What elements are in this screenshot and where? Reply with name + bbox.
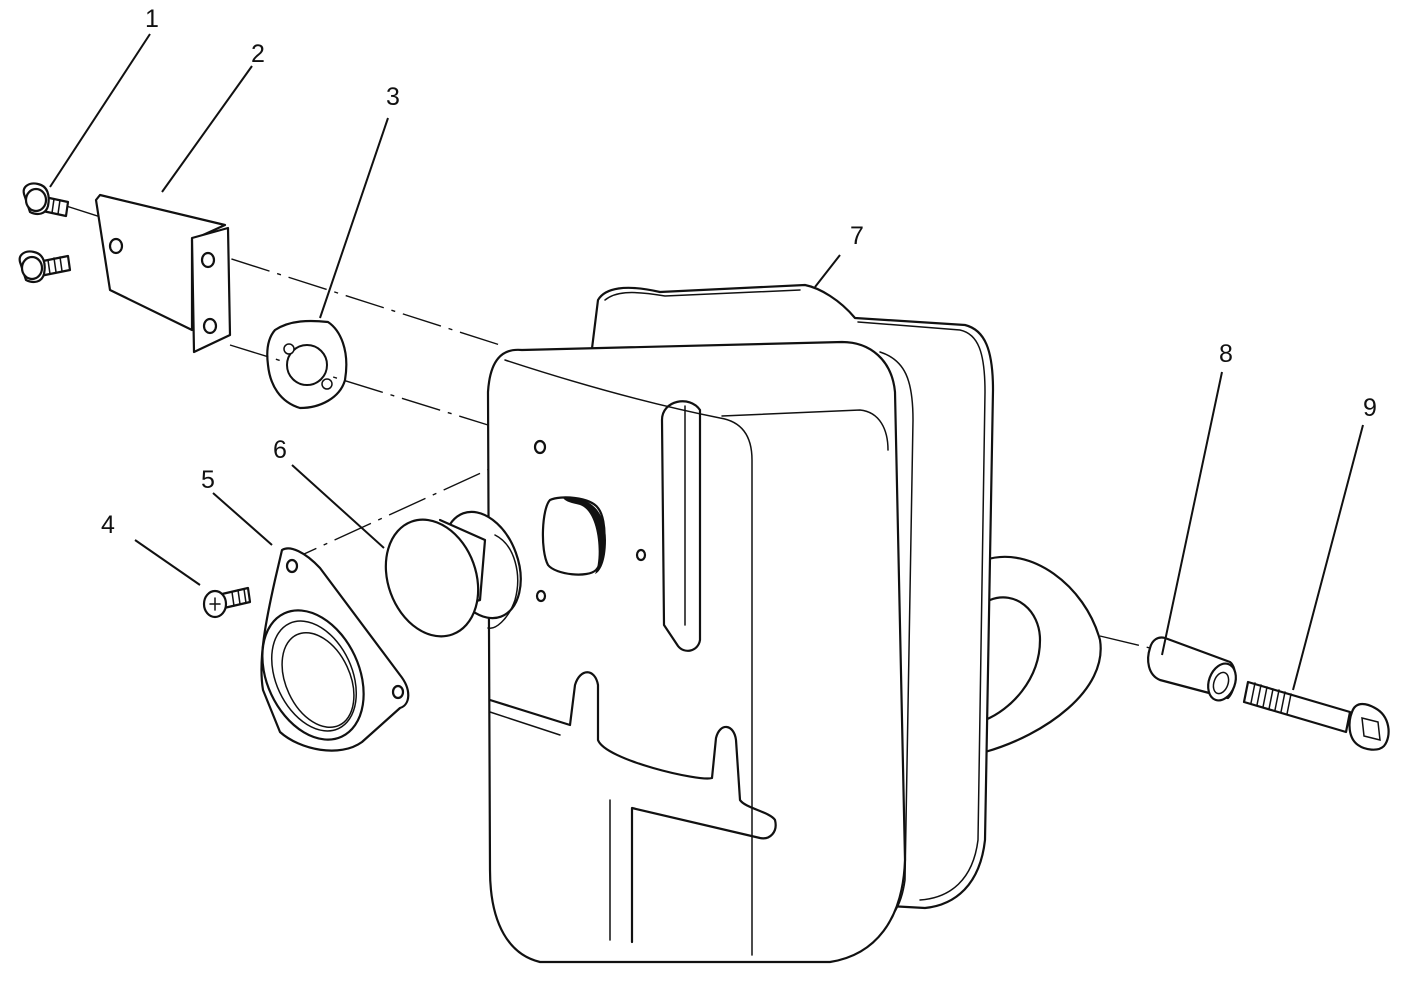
muffler	[486, 283, 1102, 964]
bracket	[94, 193, 232, 354]
callout-1: 1	[145, 5, 159, 33]
callout-6: 6	[273, 436, 287, 464]
long-bolt	[1242, 680, 1390, 751]
callout-2: 2	[251, 40, 265, 68]
callout-7: 7	[850, 222, 864, 250]
leader-lines	[49, 33, 1364, 691]
bracket-bolts	[18, 182, 72, 284]
callout-8: 8	[1219, 340, 1233, 368]
callout-9: 9	[1363, 394, 1377, 422]
flange-adapter	[260, 547, 410, 752]
callout-3: 3	[386, 83, 400, 111]
gasket	[266, 319, 348, 410]
flange-screw	[202, 586, 252, 619]
callout-5: 5	[201, 466, 215, 494]
screen-disc	[384, 510, 522, 638]
callout-labels: 1 2 3 4 5 6 7 8 9	[101, 5, 1377, 539]
callout-4: 4	[101, 511, 115, 539]
spacer	[1147, 636, 1237, 702]
